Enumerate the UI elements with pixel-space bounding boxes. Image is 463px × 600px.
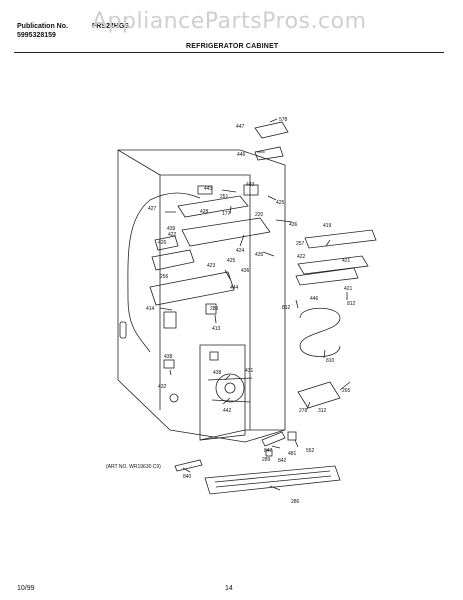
callout-413: 413: [212, 326, 221, 332]
watermark: AppliancePartsPros.com: [92, 9, 367, 34]
callout-578: 578: [279, 117, 288, 123]
callout-447: 447: [236, 124, 245, 130]
part-289b: [265, 449, 273, 457]
callout-423: 423: [207, 263, 216, 269]
callout-431: 431: [245, 368, 254, 374]
part-414: [163, 311, 177, 329]
shelf-support-423: [297, 255, 369, 275]
part-432: [169, 393, 179, 403]
grille-clip: [174, 459, 203, 472]
fan-bracket: [297, 381, 341, 409]
callout-421b: 421: [344, 286, 353, 292]
callout-419: 419: [323, 223, 332, 229]
callout-812b: 812: [347, 301, 356, 307]
control-housing: [177, 195, 249, 218]
part-481: [287, 431, 297, 441]
switch-443: [197, 185, 213, 195]
callout-435: 435: [255, 252, 264, 258]
callout-443: 443: [204, 186, 213, 192]
callout-251: 251: [220, 194, 229, 200]
cabinet-inner-back: [160, 174, 251, 430]
switch-443b: [243, 184, 259, 196]
footer-date: 10/99: [17, 585, 35, 592]
publication-label: Publication No.: [17, 23, 68, 30]
callout-289: 289: [210, 306, 219, 312]
callout-220: 220: [255, 212, 264, 218]
shelf-421: [295, 267, 359, 286]
footer-page-number: 14: [225, 585, 233, 592]
callout-446: 446: [237, 152, 246, 158]
callout-443b: 443: [246, 182, 255, 188]
fan-motor: [215, 373, 245, 403]
toe-grille: [204, 465, 341, 495]
callout-422: 422: [168, 232, 177, 238]
callout-257: 257: [296, 241, 305, 247]
part-289: [205, 303, 217, 315]
model-number: FRS24HGS: [92, 23, 129, 30]
publication-number: 5995328159: [17, 32, 56, 39]
light-cover: [151, 249, 195, 271]
callout-422b: 422: [297, 254, 306, 260]
callout-428: 428: [200, 209, 209, 215]
wire-harness: [127, 199, 151, 353]
art-number-note: (ART NO. WR19630 C9): [106, 464, 161, 470]
callout-812a: 812: [282, 305, 291, 311]
top-cover: [254, 121, 289, 139]
callout-444: 444: [230, 285, 239, 291]
callout-438b: 438: [213, 370, 222, 376]
callout-424: 424: [236, 248, 245, 254]
callout-278: 278: [299, 408, 308, 414]
part-438: [209, 351, 219, 361]
header-rule: [14, 52, 444, 53]
control-panel: [181, 217, 271, 247]
callout-432: 432: [158, 384, 167, 390]
shelf-support-419: [304, 229, 377, 249]
callout-842: 842: [278, 458, 287, 464]
callout-481: 481: [288, 451, 297, 457]
callout-265: 265: [342, 388, 351, 394]
callout-840: 840: [183, 474, 192, 480]
light-socket: [154, 235, 179, 251]
callout-810: 810: [326, 358, 335, 364]
callout-427: 427: [148, 206, 157, 212]
top-bracket: [254, 146, 284, 161]
callout-552: 552: [306, 448, 315, 454]
callout-426: 426: [158, 240, 167, 246]
callout-847: 847: [264, 448, 273, 454]
part-847: [261, 431, 286, 447]
heater-coil: [299, 307, 341, 357]
callout-286: 286: [291, 499, 300, 505]
callout-436b: 436: [241, 268, 250, 274]
lower-compartment: [199, 344, 246, 441]
side-vent: [119, 321, 127, 339]
callout-438: 438: [164, 354, 173, 360]
callout-289b: 289: [262, 457, 271, 463]
callout-421: 421: [342, 258, 351, 264]
callout-442: 442: [223, 408, 232, 414]
callout-425: 425: [276, 200, 285, 206]
callout-177: 177: [222, 211, 231, 217]
callout-446b: 446: [310, 296, 319, 302]
callout-256: 256: [160, 274, 169, 280]
callout-312: 312: [318, 408, 327, 414]
callout-436: 436: [289, 222, 298, 228]
callout-425b: 425: [227, 258, 236, 264]
part-438b: [163, 359, 175, 369]
callout-414: 414: [146, 306, 155, 312]
light-shield: [149, 271, 235, 306]
cabinet-outline: [117, 149, 286, 443]
callout-439: 439: [167, 226, 176, 232]
section-title: REFRIGERATOR CABINET: [186, 43, 279, 50]
